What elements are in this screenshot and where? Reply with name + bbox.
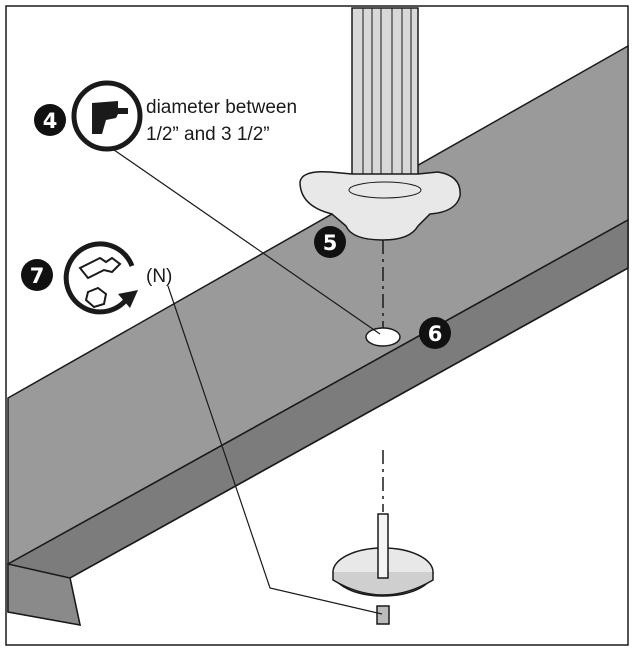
desk-edge-line: [69, 267, 629, 579]
nut-label: (N): [146, 266, 172, 287]
step-6-badge: 6: [419, 317, 451, 349]
figure-frame: [5, 5, 629, 646]
clamp-plate: [332, 513, 434, 625]
step-7-number: 7: [30, 264, 45, 288]
drill-leader-line: [103, 142, 381, 335]
step-5-number: 5: [323, 231, 338, 255]
step-4-number: 4: [43, 109, 58, 133]
threaded-rod: [377, 513, 389, 579]
drill-size-text-line1: diameter between: [146, 97, 297, 118]
drill-icon: [71, 80, 143, 152]
step-5-badge: 5: [314, 226, 346, 258]
desk-end-face: [7, 563, 81, 626]
desk-hole: [365, 327, 401, 347]
wrench-rotate-icon: [63, 241, 138, 315]
step-7-badge: 7: [21, 259, 53, 291]
flange-rim: [348, 181, 422, 199]
drill-size-text-line2: 1/2” and 3 1/2”: [146, 124, 270, 145]
hex-nut: [376, 605, 390, 625]
step-6-number: 6: [428, 322, 443, 346]
nut-leader-line: [167, 285, 383, 615]
step-4-badge: 4: [34, 104, 66, 136]
